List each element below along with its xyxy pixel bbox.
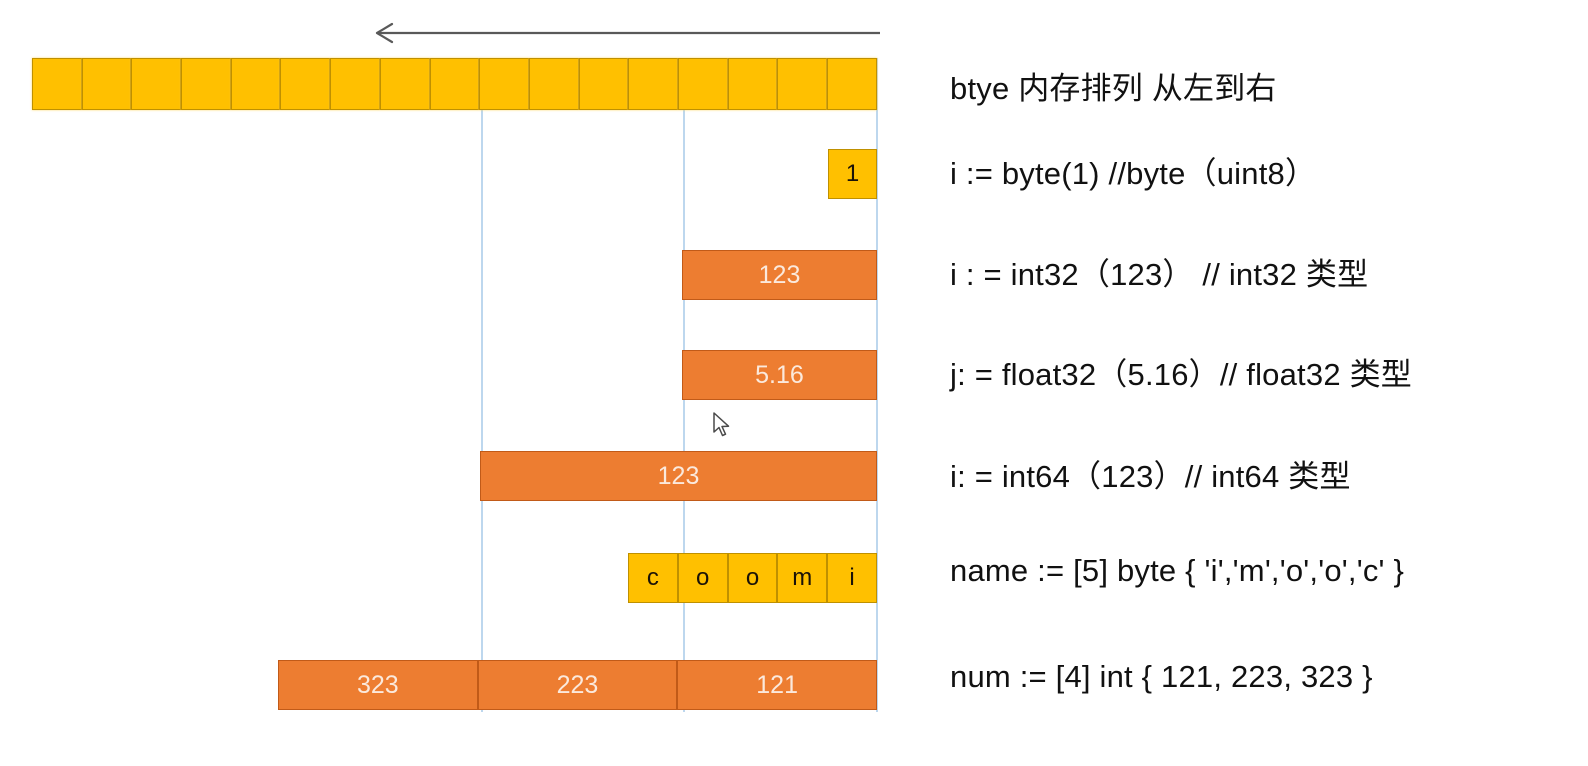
byte-cell: [479, 58, 529, 110]
byte-row-cell: 1: [828, 149, 877, 199]
byte-cell: [628, 58, 678, 110]
mouse-cursor-icon: [712, 412, 734, 440]
byte-cell: [429, 58, 480, 110]
byte-array-row-cell: c: [628, 553, 678, 603]
code-annotation-3: j: = float32（5.16）// float32 类型: [950, 357, 1412, 392]
float32-row: 5.16: [682, 350, 877, 400]
byte-cell: [528, 58, 579, 110]
float32-row-cell: 5.16: [682, 350, 877, 400]
int-array-row-cell: 223: [477, 660, 678, 710]
int64-row-cell: 123: [480, 451, 877, 501]
byte-cell: [280, 58, 331, 110]
int-array-row-cell: 323: [278, 660, 478, 710]
code-annotation-4: i: = int64（123）// int64 类型: [950, 459, 1351, 494]
byte-cell: [777, 58, 827, 110]
byte-cell: [181, 58, 231, 110]
byte-array-row-cell: i: [827, 553, 877, 603]
byte-cell: [230, 58, 281, 110]
int64-row: 123: [480, 451, 877, 501]
byte-cell: [379, 58, 430, 110]
code-annotation-6: num := [4] int { 121, 223, 323 }: [950, 659, 1373, 694]
code-annotation-1: i := byte(1) //byte（uint8）: [950, 156, 1317, 191]
byte-array-row-cell: m: [777, 553, 828, 603]
byte-row: 1: [828, 149, 877, 199]
guide-line-left: [481, 58, 483, 712]
byte-array-row-cell: o: [727, 553, 778, 603]
heading-memory-layout: btye 内存排列 从左到右: [950, 71, 1277, 106]
byte-cell: [131, 58, 182, 110]
memory-direction-arrow-icon: [370, 20, 880, 46]
int32-row: 123: [682, 250, 877, 300]
byte-cell: [32, 58, 82, 110]
byte-cell: [330, 58, 380, 110]
byte-array-row-cell: o: [677, 553, 728, 603]
code-annotation-2: i : = int32（123） // int32 类型: [950, 257, 1369, 292]
byte-memory-strip: [32, 58, 877, 110]
byte-cell: [827, 58, 877, 110]
guide-line-right: [876, 58, 878, 712]
byte-cell: [578, 58, 629, 110]
code-annotation-5: name := [5] byte { 'i','m','o','o','c' }: [950, 553, 1405, 588]
int-array-row-cell: 121: [677, 660, 877, 710]
byte-cell: [677, 58, 728, 110]
int32-row-cell: 123: [682, 250, 877, 300]
byte-cell: [81, 58, 132, 110]
byte-cell: [727, 58, 778, 110]
